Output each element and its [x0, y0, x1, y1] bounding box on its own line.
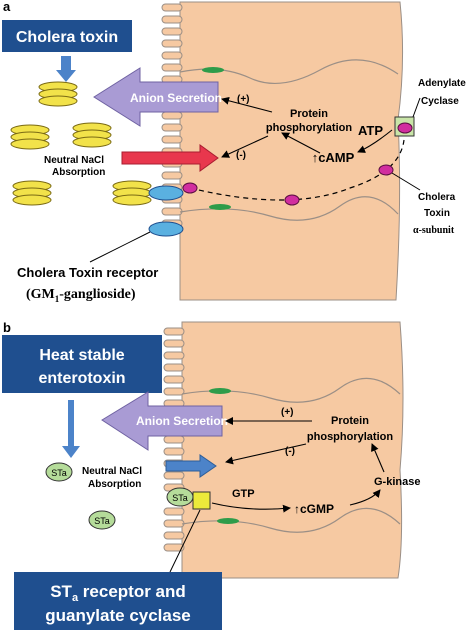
toxin-down-arrow-a: [56, 56, 76, 82]
vesicles-a: [202, 67, 231, 210]
plus-label-a: (+): [237, 94, 250, 105]
cholera-toxin-label: Cholera toxin: [16, 29, 118, 46]
receptor-leader-line-b: [169, 509, 201, 573]
sta-receptor-label-box: [14, 572, 222, 630]
anion-secretion-label-a: Anion Secretion: [130, 91, 222, 105]
nacl-label-a-line2: Absorption: [52, 167, 105, 178]
receptor-label-a-sub: 1: [55, 294, 60, 304]
atp-label: ATP: [358, 123, 383, 138]
anion-secretion-arrow-a: [93, 67, 219, 127]
gkinase-label: G-kinase: [374, 476, 420, 488]
camp-label: ↑cAMP: [312, 150, 355, 165]
cell-body-b: [181, 321, 404, 579]
cholera-toxin-pentamers: [10, 81, 152, 206]
receptor-label-b-line1: STa receptor and: [50, 582, 186, 604]
minus-label-a: (-): [236, 150, 246, 161]
gm1-receptors: [148, 185, 184, 237]
receptor-label-b-sub: a: [72, 592, 79, 604]
heat-stable-label-line1: Heat stable: [39, 347, 124, 364]
receptor-label-a-line1: Cholera Toxin receptor: [17, 265, 158, 280]
anion-secretion-arrow-b: [101, 391, 223, 451]
sta-label-2: STa: [94, 516, 110, 526]
cgmp-label: ↑cGMP: [294, 502, 334, 516]
cholera-toxin-box: [2, 20, 132, 52]
cgmp-arrows-b: [211, 443, 385, 513]
toxin-down-arrow-b: [62, 400, 80, 458]
receptor-label-a-pre: (GM: [26, 287, 55, 302]
panel-a-letter: a: [3, 0, 11, 14]
minus-label-b: (-): [285, 446, 295, 457]
protein-label-b-line2: phosphorylation: [307, 431, 393, 443]
adenylate-label-line1: Adenylate: [418, 78, 466, 89]
heat-stable-label-line2: enterotoxin: [38, 370, 125, 387]
toxin-alpha-subunits: [182, 122, 413, 206]
protein-arrows-b: [225, 417, 312, 465]
subunit-dashed-path: [189, 139, 405, 201]
receptor-label-b-line2: guanylate cyclase: [45, 606, 191, 625]
cell-body-a: [179, 1, 404, 301]
gtp-label: GTP: [232, 488, 255, 500]
nacl-absorption-arrow-b: [165, 454, 217, 478]
receptor-label-a-post: -ganglioside): [59, 287, 136, 302]
protein-label-a-line1: Protein: [290, 108, 328, 120]
protein-arrows-a: [221, 96, 273, 158]
nacl-absorption-arrow-a: [121, 144, 219, 172]
microvilli-b: [163, 327, 185, 552]
sta-molecules: [45, 462, 194, 530]
subunit-leader-line: [391, 172, 421, 191]
subunit-label-line2: Toxin: [424, 208, 450, 219]
sta-label-1: STa: [51, 468, 67, 478]
plus-label-b: (+): [281, 407, 294, 418]
receptor-leader-line-a: [89, 231, 151, 263]
adenylate-leader-line: [412, 97, 421, 118]
adenylate-label-line2: Cyclase: [421, 96, 459, 107]
subunit-label-line3: α-subunit: [413, 225, 455, 236]
receptor-label-b-post: receptor and: [78, 582, 186, 601]
receptor-label-a-line2: (GM1-ganglioside): [26, 287, 136, 304]
heat-stable-toxin-box: [2, 335, 162, 393]
receptor-label-b-pre: ST: [50, 582, 72, 601]
panel-b-letter: b: [3, 320, 11, 335]
anion-secretion-label-b: Anion Secretion: [136, 414, 228, 428]
nacl-label-b-line2: Absorption: [88, 479, 141, 490]
sta-receptor-box: [192, 491, 211, 510]
nacl-label-b-line1: Neutral NaCl: [82, 466, 142, 477]
sta-label-3: STa: [172, 493, 188, 503]
camp-arrows-a: [281, 129, 393, 154]
protein-label-a-line2: phosphorylation: [266, 122, 352, 134]
nacl-label-a-line1: Neutral NaCl: [44, 155, 104, 166]
protein-label-b-line1: Protein: [331, 415, 369, 427]
subunit-label-line1: Cholera: [418, 192, 456, 203]
vesicles-b: [209, 388, 239, 524]
